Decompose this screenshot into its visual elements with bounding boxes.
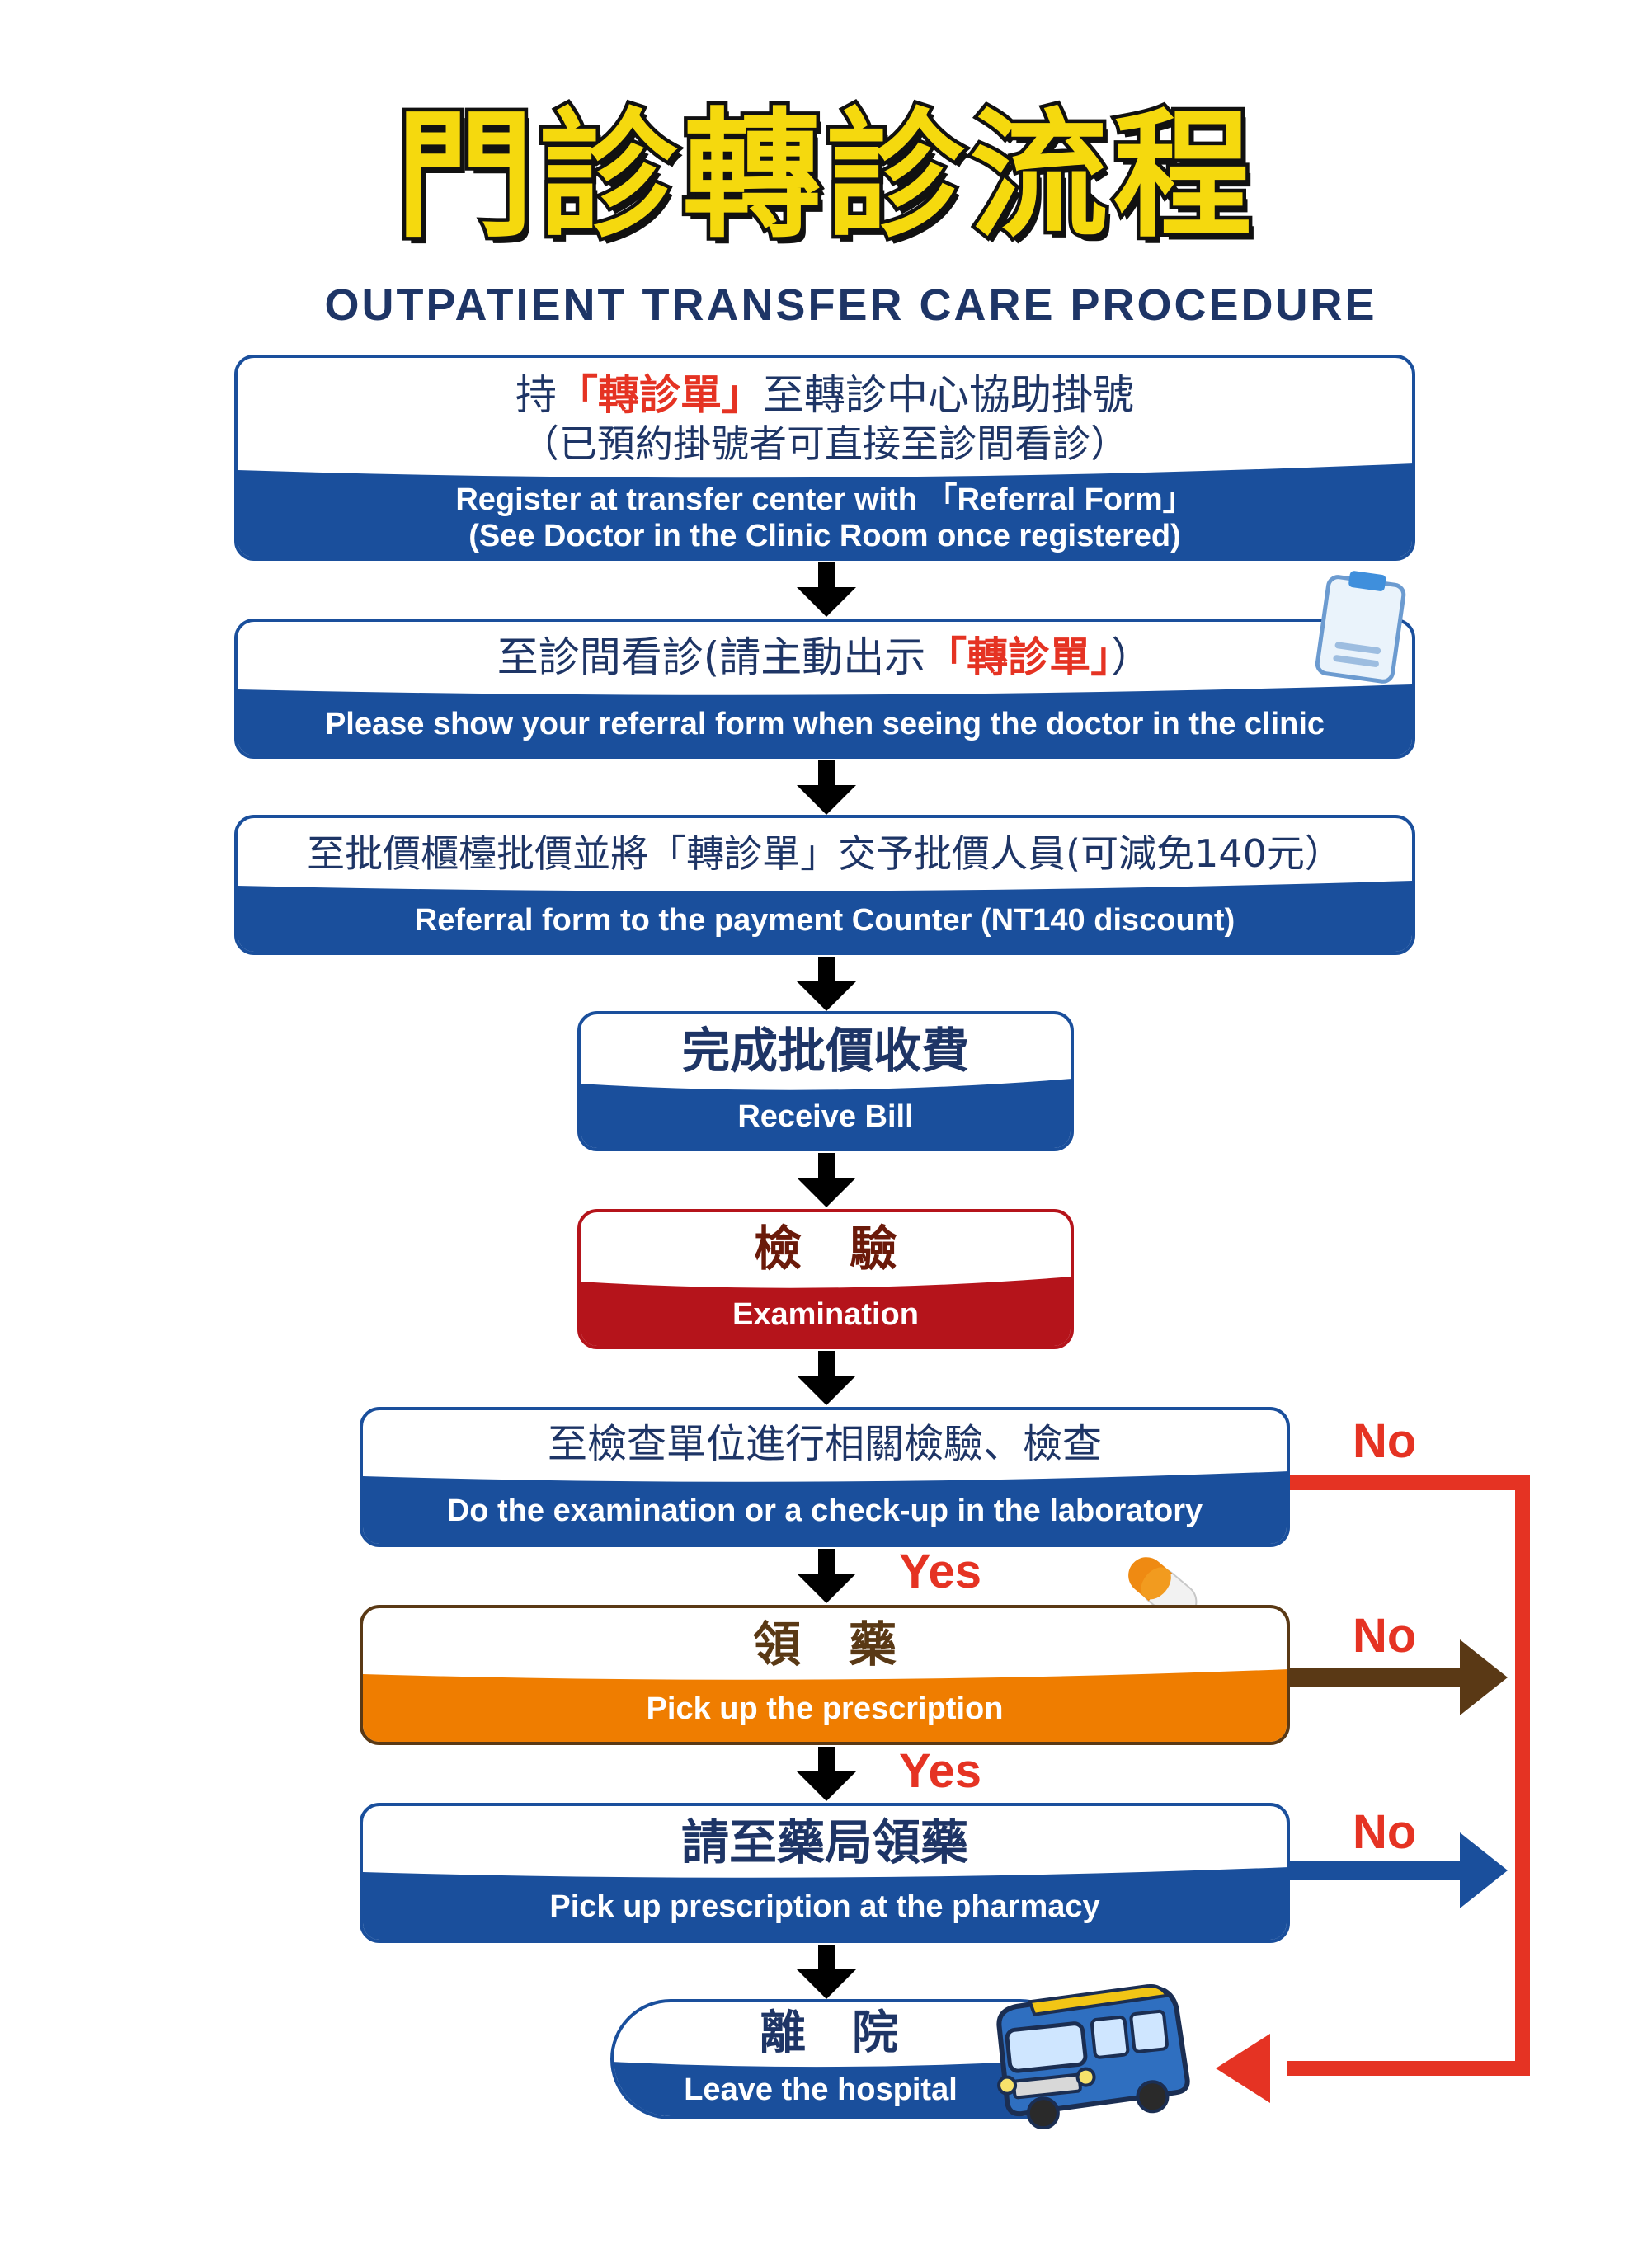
flow-arrow-8 (797, 1945, 856, 1999)
flow-arrow-2 (797, 760, 856, 815)
no-label-3: No (1353, 1805, 1417, 1859)
step-pharmacy-zh: 請至藥局領藥 (680, 1814, 968, 1870)
referral-form-highlight: 「轉診單」 (557, 371, 763, 419)
step-pick-up-prescription-band: Pick up the prescription (363, 1669, 1287, 1742)
step-receive-bill-zh: 完成批價收費 (681, 1023, 969, 1079)
step-register-zh: 持「轉診單」至轉診中心協助掛號 (238, 368, 1412, 422)
step-register-en-2: (See Doctor in the Clinic Room once regi… (468, 519, 1181, 553)
yes-label-1: Yes (899, 1545, 981, 1598)
step-pharmacy-band: Pick up prescription at the pharmacy (363, 1867, 1287, 1940)
step-see-doctor-zh: 至診間看診(請主動出示「轉診單」） (238, 630, 1412, 684)
step-leave-hospital-band: Leave the hospital (614, 2058, 1077, 2116)
step-examination-zh: 檢 驗 (753, 1221, 897, 1277)
flow-arrow-3 (797, 957, 856, 1011)
step-payment-counter-en: Referral form to the payment Counter (NT… (414, 903, 1235, 938)
step-see-doctor: 至診間看診(請主動出示「轉診單」） Please show your refer… (234, 619, 1415, 759)
flow-arrow-6 (797, 1549, 856, 1603)
yes-label-2: Yes (899, 1744, 981, 1798)
step-pharmacy: 請至藥局領藥 Pick up prescription at the pharm… (360, 1803, 1290, 1943)
step-leave-hospital-en: Leave the hospital (684, 2072, 958, 2107)
step-see-doctor-zh-post: ） (1111, 633, 1153, 681)
step-register-zh-pre: 持 (515, 371, 557, 419)
no-path-red (1287, 1475, 1530, 2076)
step-payment-counter-band: Referral form to the payment Counter (NT… (238, 881, 1412, 952)
step-leave-hospital-zh: 離 院 (760, 2006, 898, 2060)
step-receive-bill-en: Receive Bill (737, 1099, 914, 1134)
flow-arrow-5 (797, 1351, 856, 1405)
step-examination: 檢 驗 Examination (577, 1209, 1074, 1349)
no-arrow-brown-shaft (1290, 1668, 1465, 1687)
no-arrow-blue-shaft (1290, 1861, 1465, 1880)
step-register-band: Register at transfer center with 「Referr… (238, 463, 1412, 557)
no-arrowhead-brown (1460, 1639, 1508, 1715)
step-payment-counter: 至批價櫃檯批價並將「轉診單」交予批價人員(可減免140元） Referral f… (234, 815, 1415, 955)
step-receive-bill-band: Receive Bill (581, 1079, 1071, 1148)
clipboard-icon (1315, 571, 1406, 684)
step-see-doctor-en: Please show your referral form when seei… (324, 707, 1325, 741)
step-examination-en: Examination (732, 1297, 919, 1332)
step-register: 持「轉診單」至轉診中心協助掛號 （已預約掛號者可直接至診間看診） Registe… (234, 355, 1415, 561)
step-register-en-1: Register at transfer center with 「Referr… (455, 482, 1194, 517)
step-laboratory: 至檢查單位進行相關檢驗、檢查 Do the examination or a c… (360, 1407, 1290, 1547)
step-payment-counter-zh: 至批價櫃檯批價並將「轉診單」交予批價人員(可減免140元） (307, 831, 1343, 876)
step-pick-up-prescription: 領 藥 Pick up the prescription (360, 1605, 1290, 1745)
step-pick-up-prescription-zh: 領 藥 (752, 1616, 897, 1672)
flow-arrow-1 (797, 562, 856, 617)
step-register-zh-note: （已預約掛號者可直接至診間看診） (521, 421, 1128, 466)
flow-arrow-7 (797, 1747, 856, 1801)
step-see-doctor-band: Please show your referral form when seei… (238, 684, 1412, 755)
step-see-doctor-zh-pre: 至診間看診(請主動出示 (497, 633, 926, 681)
referral-form-highlight-2: 「轉診單」 (925, 633, 1112, 681)
flow-arrow-4 (797, 1153, 856, 1207)
step-register-zh-post: 至轉診中心協助掛號 (763, 371, 1134, 419)
no-label-1: No (1353, 1414, 1417, 1468)
step-laboratory-en: Do the examination or a check-up in the … (446, 1494, 1203, 1528)
no-arrowhead-blue (1460, 1832, 1508, 1908)
bus-icon (996, 1984, 1190, 2129)
title-chinese: 門診轉診流程 (392, 94, 1257, 258)
step-pick-up-prescription-en: Pick up the prescription (646, 1691, 1004, 1726)
no-label-2: No (1353, 1609, 1417, 1663)
step-laboratory-zh: 至檢查單位進行相關檢驗、檢查 (547, 1421, 1102, 1467)
step-receive-bill: 完成批價收費 Receive Bill (577, 1011, 1074, 1151)
step-laboratory-band: Do the examination or a check-up in the … (363, 1471, 1287, 1544)
title-english: OUTPATIENT TRANSFER CARE PROCEDURE (324, 280, 1377, 330)
no-arrowhead-red (1216, 2034, 1270, 2103)
step-pharmacy-en: Pick up prescription at the pharmacy (549, 1889, 1100, 1924)
step-examination-band: Examination (581, 1277, 1071, 1346)
